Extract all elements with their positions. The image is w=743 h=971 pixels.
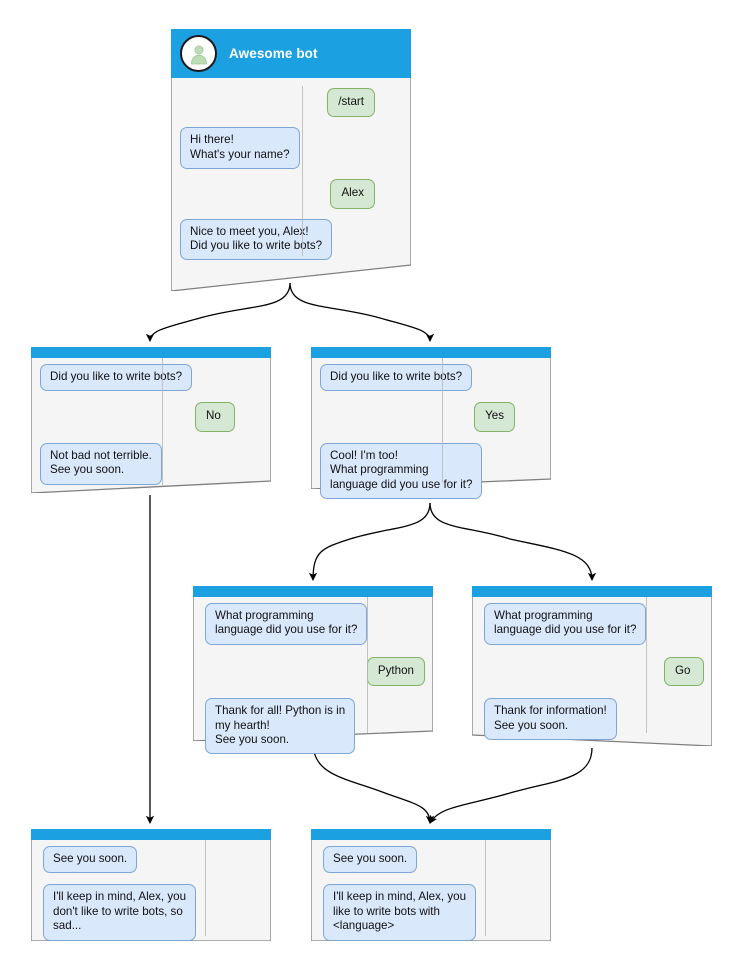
user-message-bubble[interactable]: /start <box>327 88 375 118</box>
message-row: I'll keep in mind, Alex, you like to wri… <box>311 873 551 941</box>
node-content: Awesome bot /start Hi there! What's your… <box>171 29 411 261</box>
message-row: Alex <box>171 169 411 209</box>
chat-header <box>311 347 551 358</box>
node-content: What programming language did you use fo… <box>193 586 433 755</box>
bot-message-bubble[interactable]: Thank for all! Python is in my hearth! S… <box>205 698 356 755</box>
chat-header <box>31 347 271 358</box>
chat-node-end-happy[interactable]: See you soon. I'll keep in mind, Alex, y… <box>311 829 551 941</box>
message-row: /start <box>171 88 411 118</box>
message-row: Go <box>472 645 712 687</box>
chat-header <box>193 586 433 597</box>
message-row: Did you like to write bots? <box>311 364 551 392</box>
user-message-bubble[interactable]: Python <box>366 656 425 687</box>
edge-yes-to-go <box>429 502 597 582</box>
chat-header <box>311 829 551 840</box>
chat-node-no-branch[interactable]: Did you like to write bots? No Not bad n… <box>31 347 271 493</box>
chat-header <box>472 586 712 597</box>
edge-go-to-end <box>429 747 593 824</box>
edge-root-to-no <box>145 282 291 343</box>
message-row: See you soon. <box>31 846 271 874</box>
message-row: Hi there! What's your name? <box>171 117 411 170</box>
node-content: Did you like to write bots? Yes Cool! I'… <box>311 347 551 500</box>
chat-body: See you soon. I'll keep in mind, Alex, y… <box>31 840 271 941</box>
user-message-bubble[interactable]: No <box>195 402 235 432</box>
chat-node-go-branch[interactable]: What programming language did you use fo… <box>472 586 712 746</box>
bot-message-bubble[interactable]: See you soon. <box>43 846 138 874</box>
bot-message-bubble[interactable]: Nice to meet you, Alex! Did you like to … <box>180 218 333 261</box>
chat-header <box>31 829 271 840</box>
user-message-bubble[interactable]: Yes <box>474 402 515 432</box>
message-row: No <box>31 391 271 432</box>
node-content: What programming language did you use fo… <box>472 586 712 741</box>
bot-message-bubble[interactable]: I'll keep in mind, Alex, you like to wri… <box>323 884 477 941</box>
node-content: Did you like to write bots? No Not bad n… <box>31 347 271 486</box>
chat-body: /start Hi there! What's your name? Alex … <box>171 78 411 261</box>
message-row: Nice to meet you, Alex! Did you like to … <box>171 209 411 261</box>
person-avatar-icon <box>180 35 217 72</box>
user-message-bubble[interactable]: Alex <box>330 179 375 209</box>
edge-root-to-yes <box>289 282 435 343</box>
chat-body: What programming language did you use fo… <box>193 597 433 755</box>
chat-body: What programming language did you use fo… <box>472 597 712 741</box>
bot-message-bubble[interactable]: See you soon. <box>323 846 418 874</box>
bot-message-bubble[interactable]: I'll keep in mind, Alex, you don't like … <box>43 884 197 941</box>
message-row: Thank for all! Python is in my hearth! S… <box>193 686 433 755</box>
bot-message-bubble[interactable]: Hi there! What's your name? <box>180 127 300 170</box>
chat-node-python-branch[interactable]: What programming language did you use fo… <box>193 586 433 755</box>
bot-message-bubble[interactable]: Cool! I'm too! What programming language… <box>320 442 483 500</box>
chat-node-end-sad[interactable]: See you soon. I'll keep in mind, Alex, y… <box>31 829 271 941</box>
bot-message-bubble[interactable]: Thank for information! See you soon. <box>484 698 617 741</box>
message-row: What programming language did you use fo… <box>472 603 712 645</box>
bot-message-bubble[interactable]: Did you like to write bots? <box>320 364 473 392</box>
edge-python-to-end <box>312 742 435 825</box>
bot-message-bubble[interactable]: What programming language did you use fo… <box>484 603 647 645</box>
message-row: Yes <box>311 391 551 432</box>
message-row: Python <box>193 645 433 687</box>
chat-body: Did you like to write bots? No Not bad n… <box>31 358 271 486</box>
message-row: See you soon. <box>311 846 551 874</box>
bot-message-bubble[interactable]: Did you like to write bots? <box>40 364 193 392</box>
node-content: See you soon. I'll keep in mind, Alex, y… <box>31 829 271 941</box>
bot-message-bubble[interactable]: Not bad not terrible. See you soon. <box>40 442 162 485</box>
chat-header: Awesome bot <box>171 29 411 78</box>
message-row: Thank for information! See you soon. <box>472 686 712 741</box>
message-row: Cool! I'm too! What programming language… <box>311 432 551 500</box>
message-row: Did you like to write bots? <box>31 364 271 392</box>
chat-node-root[interactable]: Awesome bot /start Hi there! What's your… <box>171 29 411 291</box>
chat-body: Did you like to write bots? Yes Cool! I'… <box>311 358 551 500</box>
chat-body: See you soon. I'll keep in mind, Alex, y… <box>311 840 551 941</box>
chat-node-yes-branch[interactable]: Did you like to write bots? Yes Cool! I'… <box>311 347 551 500</box>
edge-yes-to-python <box>308 502 431 582</box>
message-row: Not bad not terrible. See you soon. <box>31 432 271 485</box>
node-content: See you soon. I'll keep in mind, Alex, y… <box>311 829 551 941</box>
bot-message-bubble[interactable]: What programming language did you use fo… <box>205 603 368 645</box>
message-row: What programming language did you use fo… <box>193 603 433 645</box>
message-row: I'll keep in mind, Alex, you don't like … <box>31 873 271 941</box>
chat-title: Awesome bot <box>229 46 318 61</box>
user-message-bubble[interactable]: Go <box>664 656 704 687</box>
